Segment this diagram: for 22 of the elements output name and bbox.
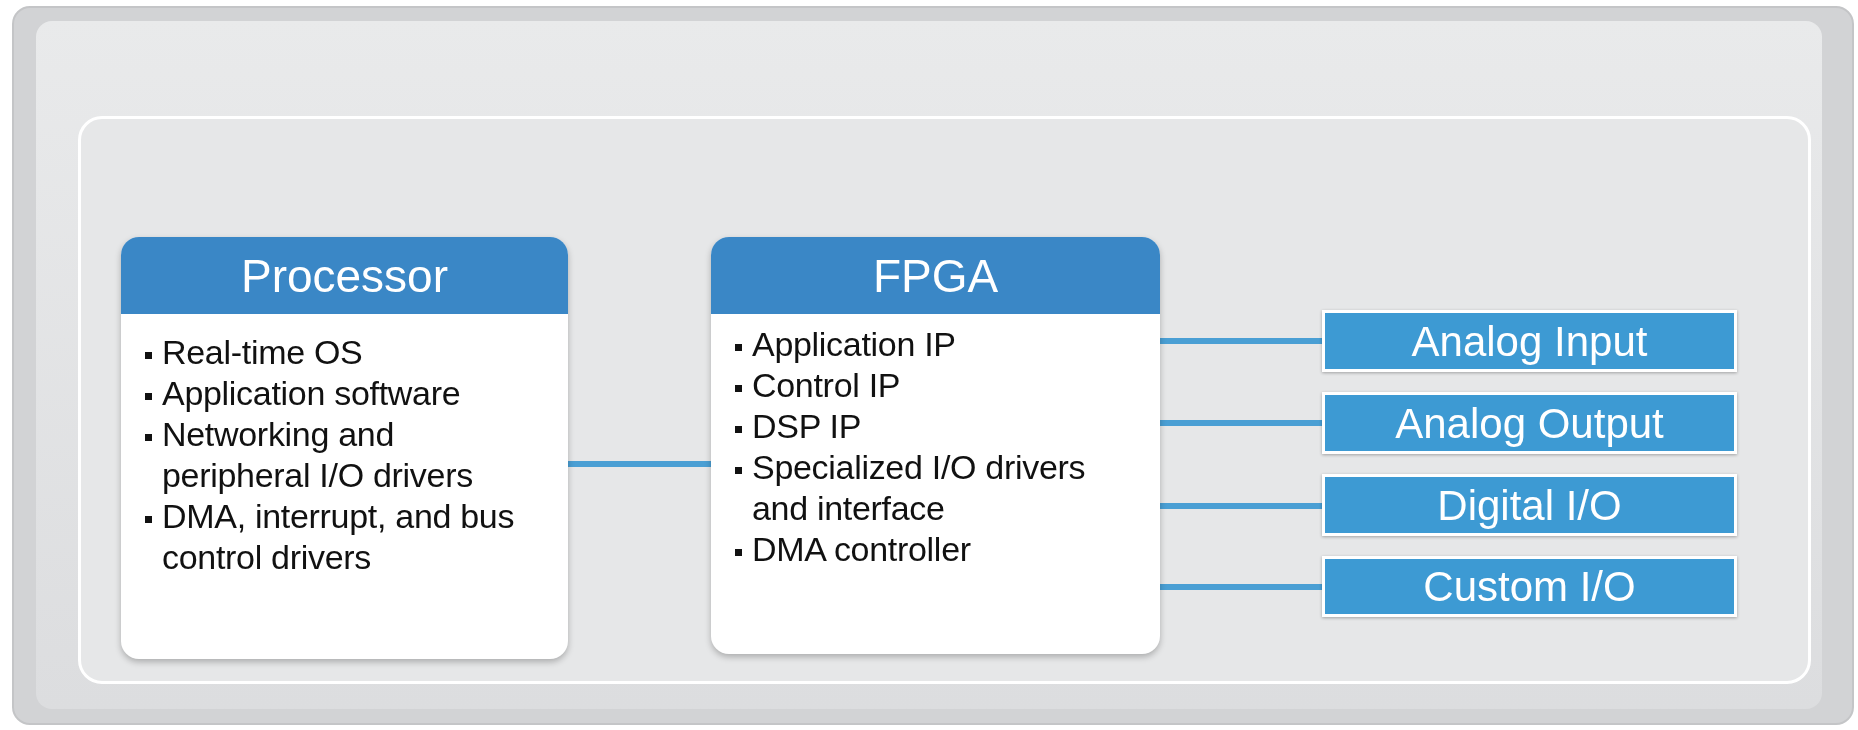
io-box: Analog Input [1322,310,1737,372]
io-box: Digital I/O [1322,474,1737,536]
connector-line [1160,338,1322,344]
bullet-text: Application software [162,373,461,414]
bullet-text: Specialized I/O drivers and interface [752,447,1087,529]
bullet-text: Application IP [752,324,956,365]
connector-line [1160,584,1322,590]
bullet-text: DSP IP [752,406,862,447]
component-card [121,237,568,659]
bullet-text: DMA, interrupt, and bus control drivers [162,496,516,578]
card-header: FPGA [711,237,1160,314]
card-header: Processor [121,237,568,314]
connector-line [1160,503,1322,509]
component-card [711,237,1160,654]
io-box: Custom I/O [1322,556,1737,617]
io-box: Analog Output [1322,392,1737,454]
connector-line [568,461,711,467]
bullet-text: Networking and peripheral I/O drivers [162,414,474,496]
bullet-text: Control IP [752,365,901,406]
bullet-text: Real-time OS [162,332,363,373]
bullet-text: DMA controller [752,529,971,570]
connector-line [1160,420,1322,426]
